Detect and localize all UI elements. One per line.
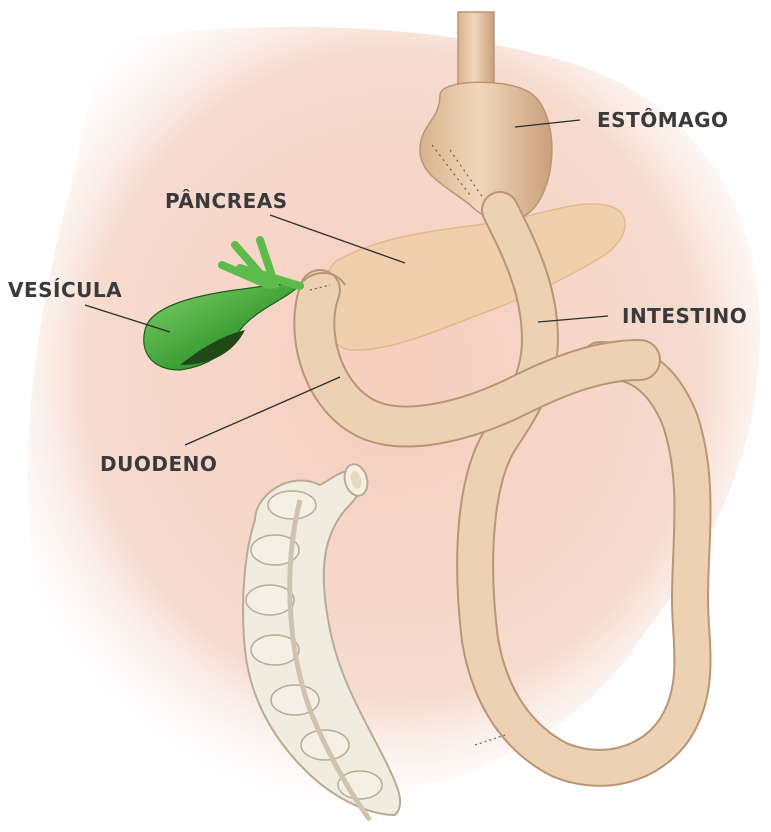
label-duodeno: DUODENO [100,452,217,476]
label-intestino: INTESTINO [622,304,747,328]
label-pancreas: PÂNCREAS [165,189,288,213]
label-vesicula: VESÍCULA [8,278,122,302]
label-estomago: ESTÔMAGO [597,108,729,132]
